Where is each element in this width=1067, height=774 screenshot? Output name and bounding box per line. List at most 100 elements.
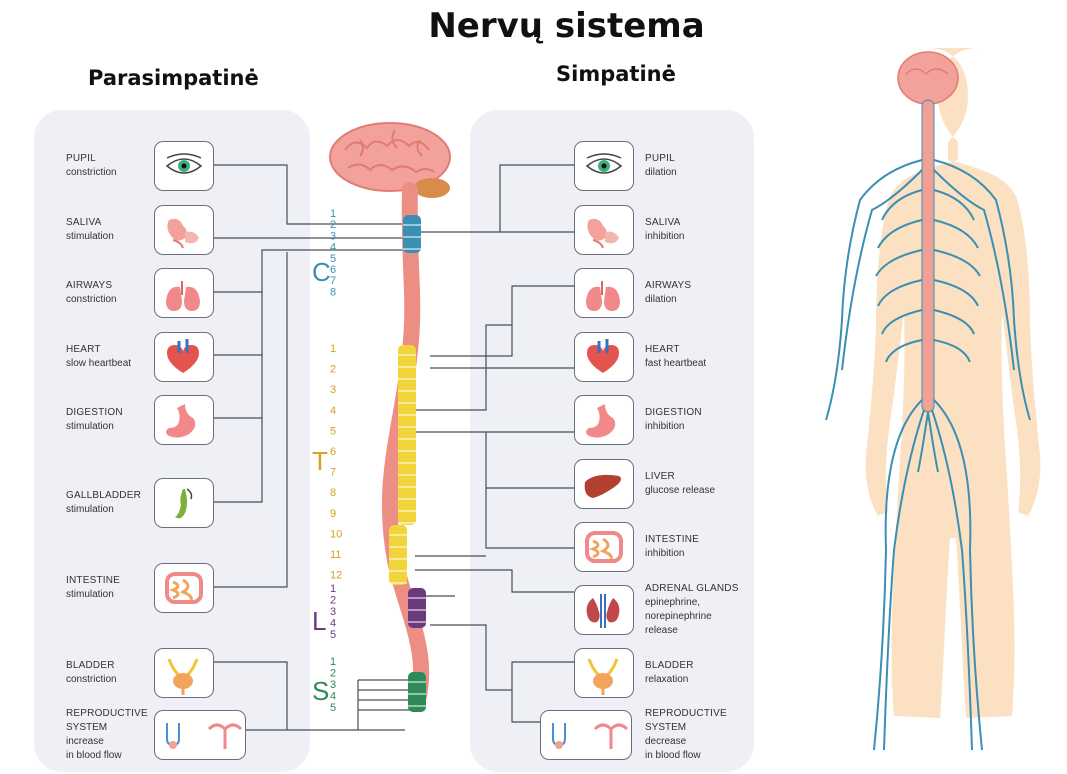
vertebra-number: 3	[330, 384, 336, 396]
nerve-connection	[213, 252, 288, 588]
spine-group-l: L	[312, 606, 326, 636]
organ-effect: stimulation	[66, 504, 114, 515]
organ-effect: constriction	[66, 167, 117, 178]
organ-name: BLADDER	[66, 660, 115, 671]
nerve-connection	[511, 690, 540, 723]
organ-name: REPRODUCTIVE	[645, 708, 727, 719]
vertebra-number: 1	[330, 208, 336, 220]
right-label-airways: AIRWAYS dilation	[645, 279, 691, 307]
reproductive-box	[154, 710, 246, 760]
organ-name: PUPIL	[66, 153, 96, 164]
intestine-icon	[165, 572, 203, 604]
vertebra-number: 5	[330, 629, 336, 641]
vertebra-number: 6	[330, 446, 336, 458]
bladder-icon	[587, 658, 619, 695]
lungs-icon	[586, 281, 620, 311]
vertebra-block	[403, 215, 421, 253]
vertebra-number: 1	[330, 656, 336, 668]
stomach-icon	[166, 404, 196, 438]
organ-name: AIRWAYS	[645, 280, 692, 291]
organ-name: INTESTINE	[645, 534, 700, 545]
vertebra-number: 10	[330, 528, 342, 540]
intestine-box	[154, 563, 214, 613]
vertebra-number: 5	[330, 702, 336, 714]
organ-name: LIVER	[645, 471, 675, 482]
organ-name: HEART	[66, 344, 101, 355]
organ-effect: relaxation	[645, 674, 689, 685]
salivary-gland-box	[154, 205, 214, 255]
vertebra-number: 8	[330, 487, 336, 499]
vertebra-number: 3	[330, 606, 336, 618]
organ-effect: in blood flow	[645, 750, 701, 761]
left-label-airways: AIRWAYS constriction	[66, 279, 117, 307]
stomach-box	[154, 395, 214, 445]
bladder-box	[574, 648, 634, 698]
reproductive-box	[540, 710, 632, 760]
sympathetic-heading: Simpatinė	[556, 62, 676, 86]
vertebra-number: 7	[330, 467, 336, 479]
nerve-connection	[485, 432, 574, 489]
vertebra-number: 4	[330, 242, 336, 254]
salivary-gland-icon	[167, 218, 199, 249]
organ-name: INTESTINE	[66, 575, 121, 586]
gallbladder-icon	[175, 488, 193, 519]
vertebra-number: 4	[330, 618, 336, 630]
stomach-box	[574, 395, 634, 445]
kidney-icon	[586, 594, 620, 628]
gallbladder-box	[154, 478, 214, 528]
nerve-connection	[213, 164, 405, 225]
heart-box	[574, 332, 634, 382]
heart-icon	[587, 339, 619, 373]
vertebra-number: 1	[330, 583, 336, 595]
eye-icon	[585, 153, 623, 174]
vertebra-block	[389, 525, 407, 585]
vertebra-number: 2	[330, 364, 336, 376]
liver-box	[574, 459, 634, 509]
organ-name: REPRODUCTIVE	[66, 708, 148, 719]
intestine-icon	[585, 531, 623, 563]
vertebra-number: 6	[330, 264, 336, 276]
organ-effect: dilation	[645, 167, 677, 178]
right-label-liver: LIVER glucose release	[645, 470, 715, 498]
organ-name: DIGESTION	[66, 407, 123, 418]
nerve-connection	[485, 488, 574, 549]
nerve-connection	[412, 324, 512, 411]
nerve-connection	[213, 249, 405, 293]
organ-name: BLADDER	[645, 660, 694, 671]
vertebra-block	[398, 345, 416, 525]
organ-effect: SYSTEM	[645, 722, 687, 733]
vertebra-number: 3	[330, 230, 336, 242]
nerve-connection	[213, 661, 288, 730]
vertebra-number: 2	[330, 219, 336, 231]
salivary-gland-icon	[587, 218, 619, 249]
organ-effect: glucose release	[645, 485, 716, 496]
organ-name: AIRWAYS	[66, 280, 113, 291]
right-label-bladder: BLADDER relaxation	[645, 659, 694, 687]
vertebra-number: 4	[330, 691, 336, 703]
liver-icon	[584, 474, 621, 498]
vertebra-number: 1	[330, 343, 336, 355]
nerve-connection	[430, 624, 512, 691]
vertebra-number: 5	[330, 253, 336, 265]
nerve-connection	[213, 418, 263, 503]
lungs-box	[574, 268, 634, 318]
vertebra-number: 2	[330, 595, 336, 607]
organ-name: DIGESTION	[645, 407, 702, 418]
organ-name: PUPIL	[645, 153, 675, 164]
organ-effect: inhibition	[645, 231, 685, 242]
organ-effect: dilation	[645, 294, 677, 305]
organ-effect: epinephrine,	[645, 597, 701, 608]
heart-box	[154, 332, 214, 382]
organ-effect: constriction	[66, 294, 117, 305]
vertebra-number: 3	[330, 679, 336, 691]
